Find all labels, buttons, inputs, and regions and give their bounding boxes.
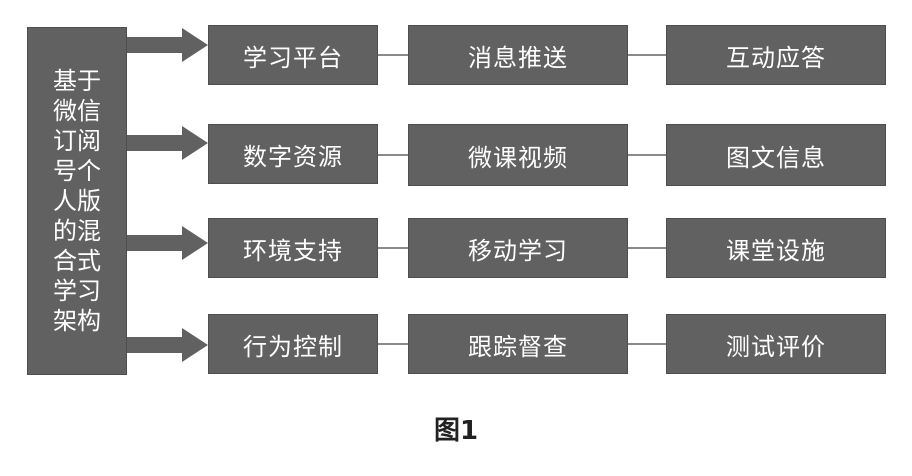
- node-r4-c1: 行为控制: [208, 314, 378, 374]
- node-r3-c2: 移动学习: [408, 218, 628, 278]
- figure-caption: 图1: [433, 416, 479, 446]
- node-r1-c3: 互动应答: [666, 25, 886, 85]
- node-r1-c2: 消息推送: [408, 25, 628, 85]
- node-r2-c2: 微课视频: [408, 124, 628, 186]
- node-r1-c1: 学习平台: [208, 25, 378, 85]
- node-r2-c1: 数字资源: [208, 124, 378, 184]
- arrow-row-2: [127, 126, 208, 160]
- node-r3-c3: 课堂设施: [666, 218, 886, 278]
- arrow-row-1: [127, 28, 208, 62]
- root-node-label: 基于微信订阅号个人版的混合式学习架构: [53, 67, 101, 335]
- node-r3-c1: 环境支持: [208, 218, 378, 278]
- arrow-row-4: [127, 328, 208, 362]
- arrow-row-3: [127, 226, 208, 260]
- node-r4-c2: 跟踪督查: [408, 314, 628, 374]
- node-r2-c3: 图文信息: [666, 124, 886, 186]
- node-r4-c3: 测试评价: [666, 314, 886, 374]
- root-node: 基于微信订阅号个人版的混合式学习架构: [27, 27, 127, 375]
